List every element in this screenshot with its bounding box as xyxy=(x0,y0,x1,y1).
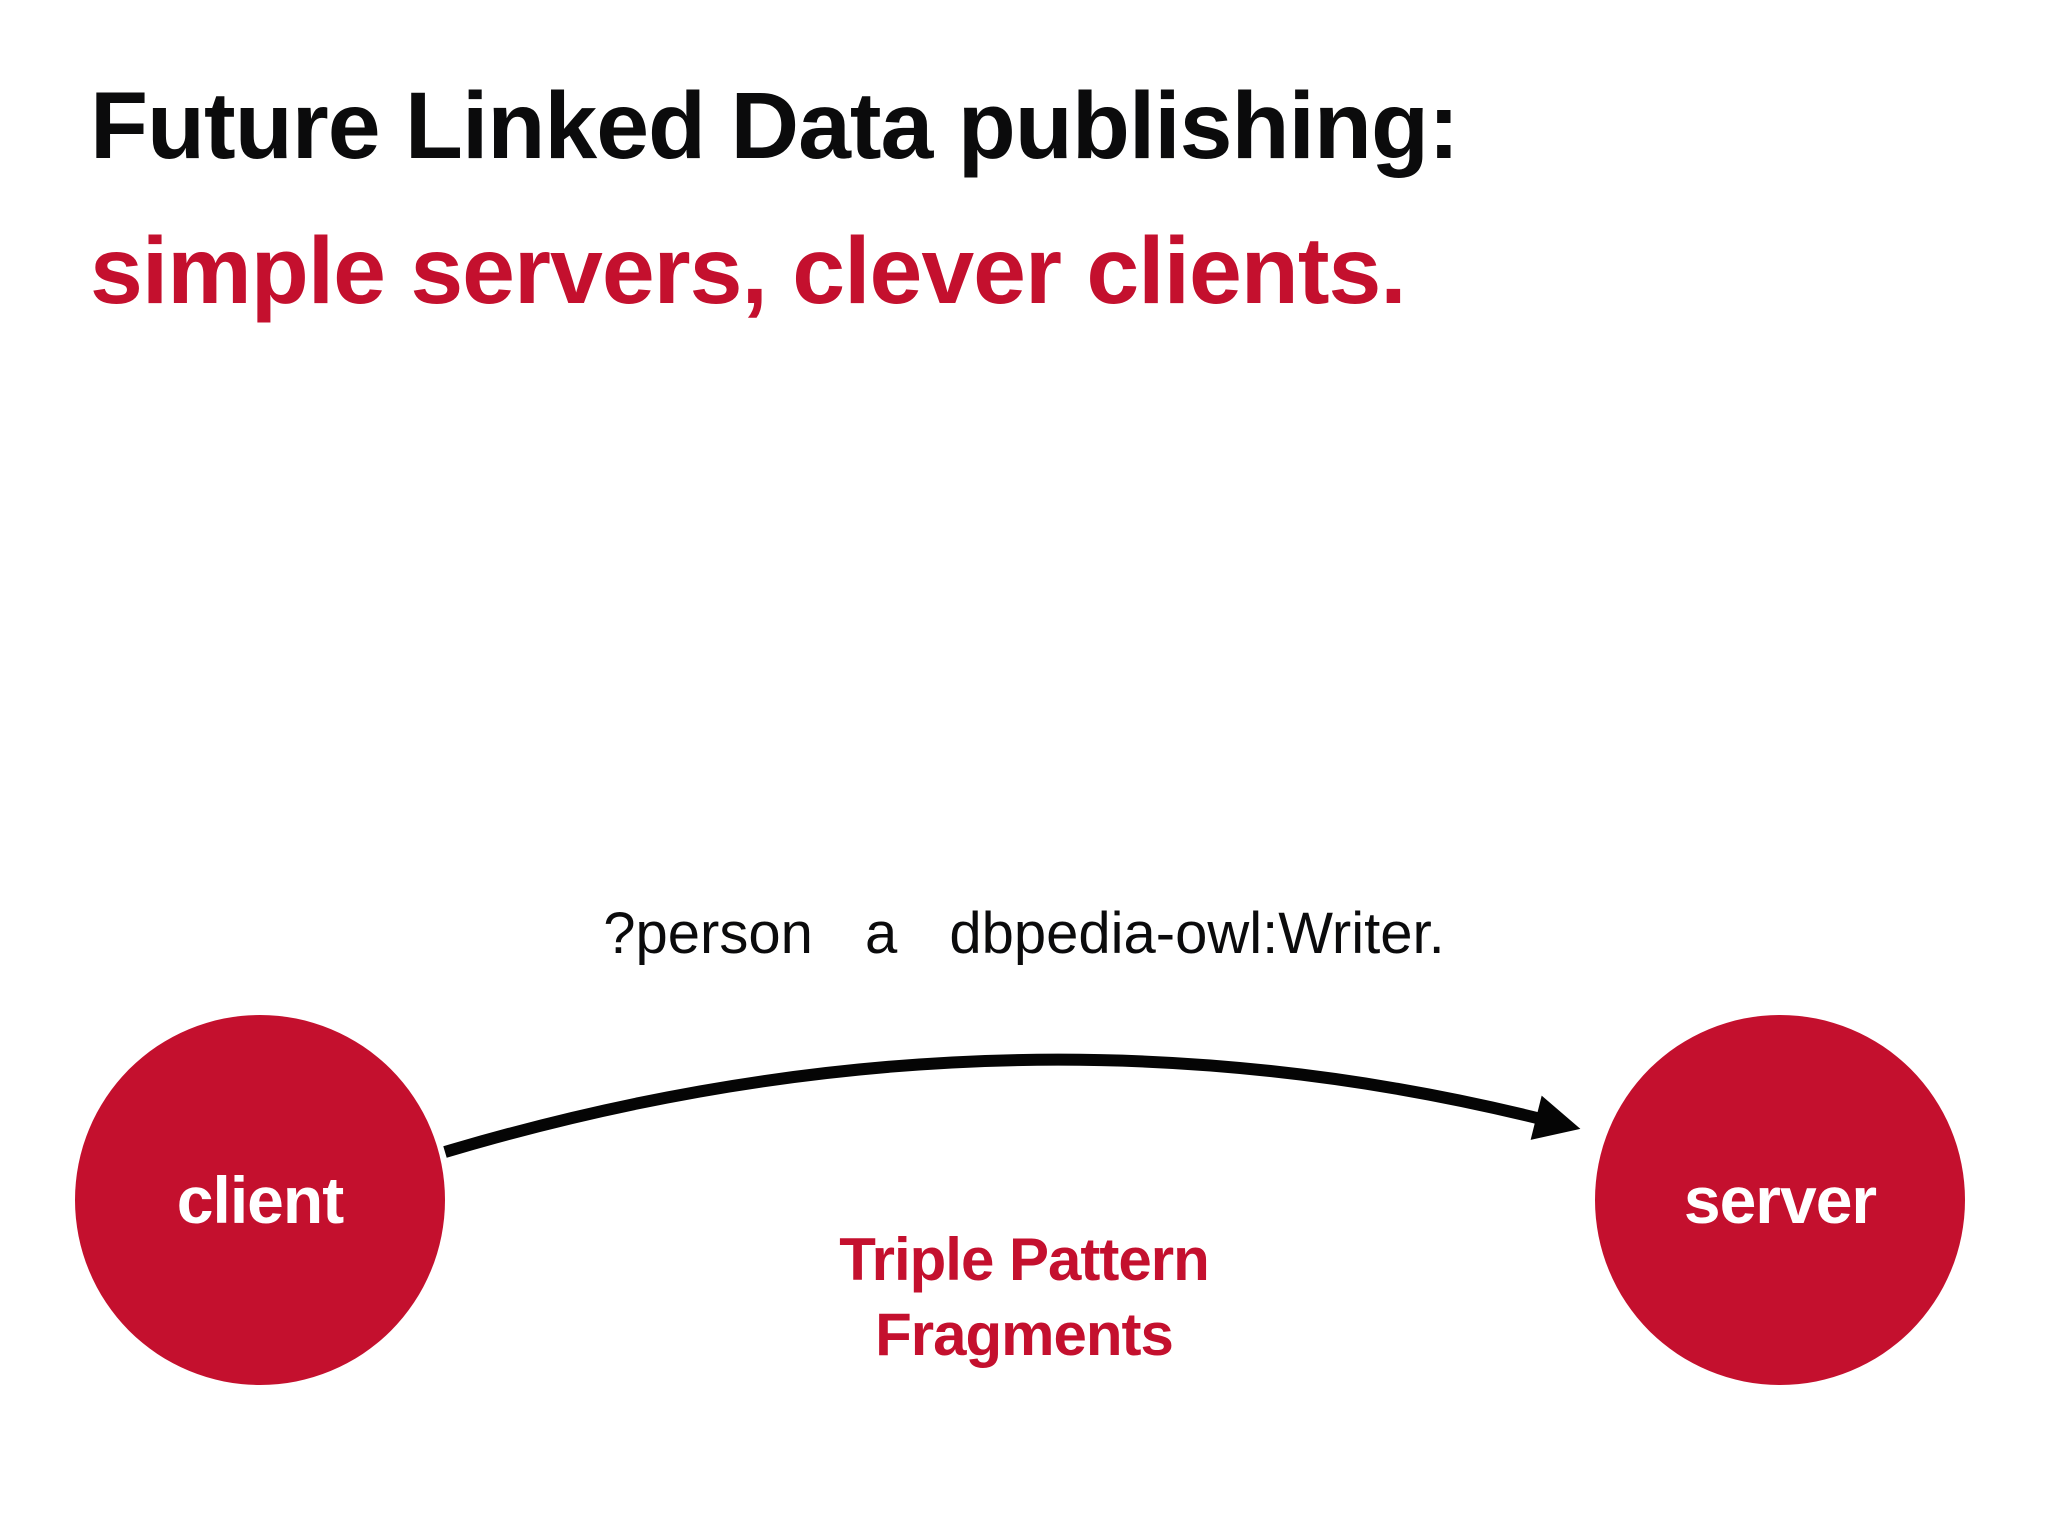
arrow-label-line2: Fragments xyxy=(875,1301,1174,1368)
server-node: server xyxy=(1595,1015,1965,1385)
client-node: client xyxy=(75,1015,445,1385)
client-node-label: client xyxy=(176,1163,344,1237)
slide-title: Future Linked Data publishing: xyxy=(90,73,1460,179)
triple-pattern-query-text: ?person a dbpedia-owl:Writer. xyxy=(603,901,1445,966)
arrow-label: Triple Pattern Fragments xyxy=(0,1222,2048,1372)
arrow-curve xyxy=(443,1053,1581,1158)
arrow-label-line1: Triple Pattern xyxy=(839,1226,1209,1293)
slide-subtitle: simple servers, clever clients. xyxy=(90,218,1407,324)
server-node-label: server xyxy=(1683,1163,1877,1237)
